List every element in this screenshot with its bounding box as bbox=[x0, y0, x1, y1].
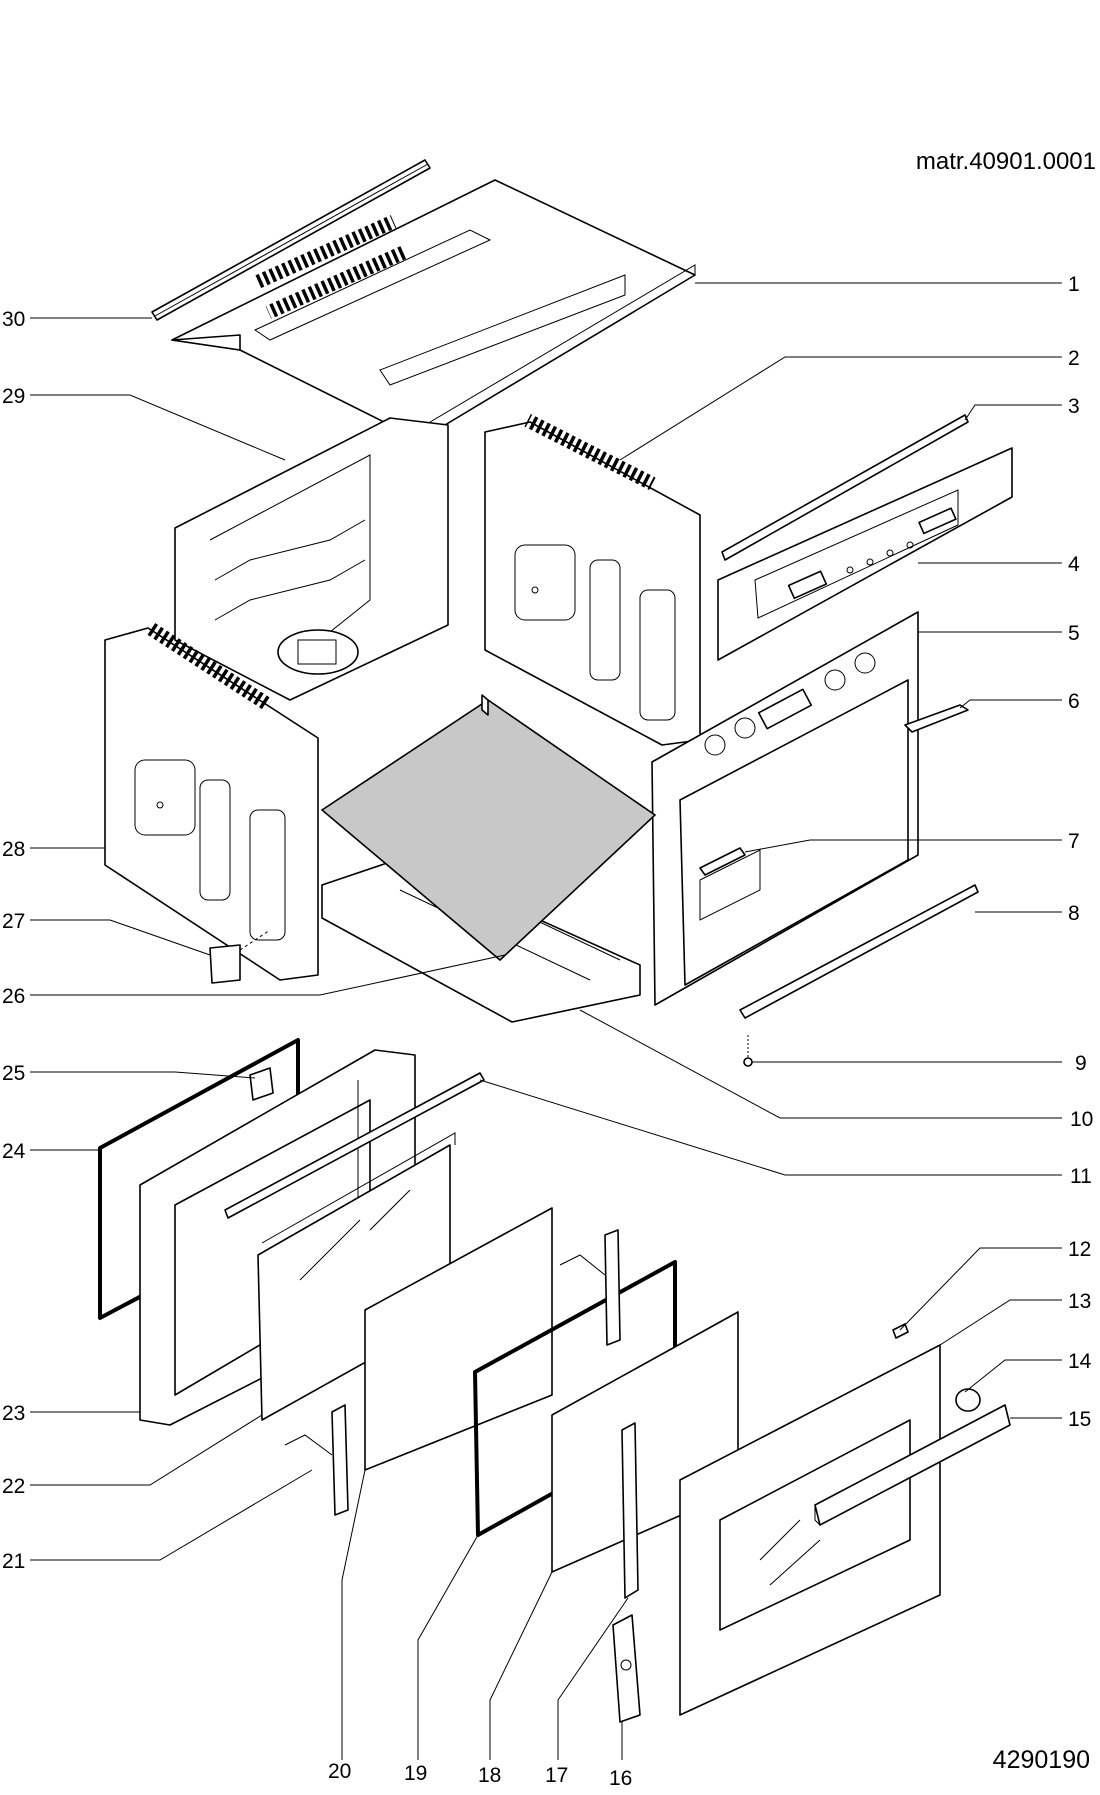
bottom-trim-strip bbox=[739, 884, 979, 1019]
control-panel-trim-strip bbox=[721, 414, 969, 561]
part-label-25: 25 bbox=[2, 1062, 25, 1085]
door-seal-strip bbox=[224, 1072, 485, 1219]
part-label-16: 16 bbox=[609, 1767, 632, 1790]
left-hinge bbox=[284, 1404, 349, 1516]
part-label-24: 24 bbox=[2, 1140, 26, 1163]
part-label-28: 28 bbox=[2, 838, 25, 861]
side-clip bbox=[209, 929, 271, 984]
front-frame bbox=[651, 611, 919, 1006]
leader-lines bbox=[30, 282, 1062, 1760]
part-label-27: 27 bbox=[2, 910, 25, 933]
hinge-receiver bbox=[612, 1614, 641, 1723]
part-label-2: 2 bbox=[1068, 347, 1080, 370]
part-label-19: 19 bbox=[404, 1762, 427, 1785]
part-label-23: 23 bbox=[2, 1402, 25, 1425]
material-code: matr.40901.0001 bbox=[915, 148, 1096, 175]
door-clip bbox=[249, 1067, 274, 1101]
frame-clip bbox=[699, 847, 746, 876]
part-label-9: 9 bbox=[1075, 1052, 1087, 1075]
inner-door-glass bbox=[364, 1207, 553, 1471]
part-label-17: 17 bbox=[545, 1764, 568, 1787]
oven-floor-liner bbox=[320, 694, 657, 962]
part-label-11: 11 bbox=[1070, 1165, 1092, 1188]
part-label-10: 10 bbox=[1070, 1108, 1093, 1131]
control-panel bbox=[717, 447, 1013, 661]
part-label-8: 8 bbox=[1068, 902, 1080, 925]
part-label-6: 6 bbox=[1068, 690, 1080, 713]
drawing-number: 4290190 bbox=[992, 1746, 1090, 1774]
part-label-18: 18 bbox=[478, 1764, 501, 1787]
part-label-21: 21 bbox=[2, 1550, 25, 1573]
part-label-22: 22 bbox=[2, 1475, 25, 1498]
left-side-panel bbox=[104, 623, 319, 981]
rear-panel bbox=[174, 417, 449, 701]
right-side-panel bbox=[484, 413, 701, 746]
part-label-12: 12 bbox=[1068, 1238, 1091, 1261]
right-hinge bbox=[559, 1229, 621, 1346]
part-label-4: 4 bbox=[1068, 553, 1080, 576]
screw bbox=[743, 1035, 753, 1067]
part-label-5: 5 bbox=[1068, 622, 1080, 645]
part-label-15: 15 bbox=[1068, 1408, 1091, 1431]
door-handle bbox=[814, 1404, 1011, 1526]
door-hinge-bar bbox=[621, 1422, 639, 1599]
control-knob bbox=[955, 1388, 981, 1412]
door-screw bbox=[892, 1323, 909, 1339]
part-label-29: 29 bbox=[2, 385, 25, 408]
top-cover-panel bbox=[171, 179, 696, 441]
part-labels: 1 2 3 4 5 6 7 8 9 10 11 12 13 14 15 16 1… bbox=[2, 273, 1093, 1790]
part-label-30: 30 bbox=[2, 308, 25, 331]
part-label-1: 1 bbox=[1068, 273, 1080, 296]
top-front-trim-strip bbox=[151, 159, 431, 321]
part-label-14: 14 bbox=[1068, 1350, 1092, 1373]
frame-bracket bbox=[904, 704, 969, 733]
outer-door-panel bbox=[679, 1344, 941, 1716]
part-label-13: 13 bbox=[1068, 1290, 1091, 1313]
part-label-20: 20 bbox=[328, 1760, 351, 1783]
part-label-3: 3 bbox=[1068, 395, 1080, 418]
part-label-7: 7 bbox=[1068, 830, 1080, 853]
part-label-26: 26 bbox=[2, 985, 25, 1008]
